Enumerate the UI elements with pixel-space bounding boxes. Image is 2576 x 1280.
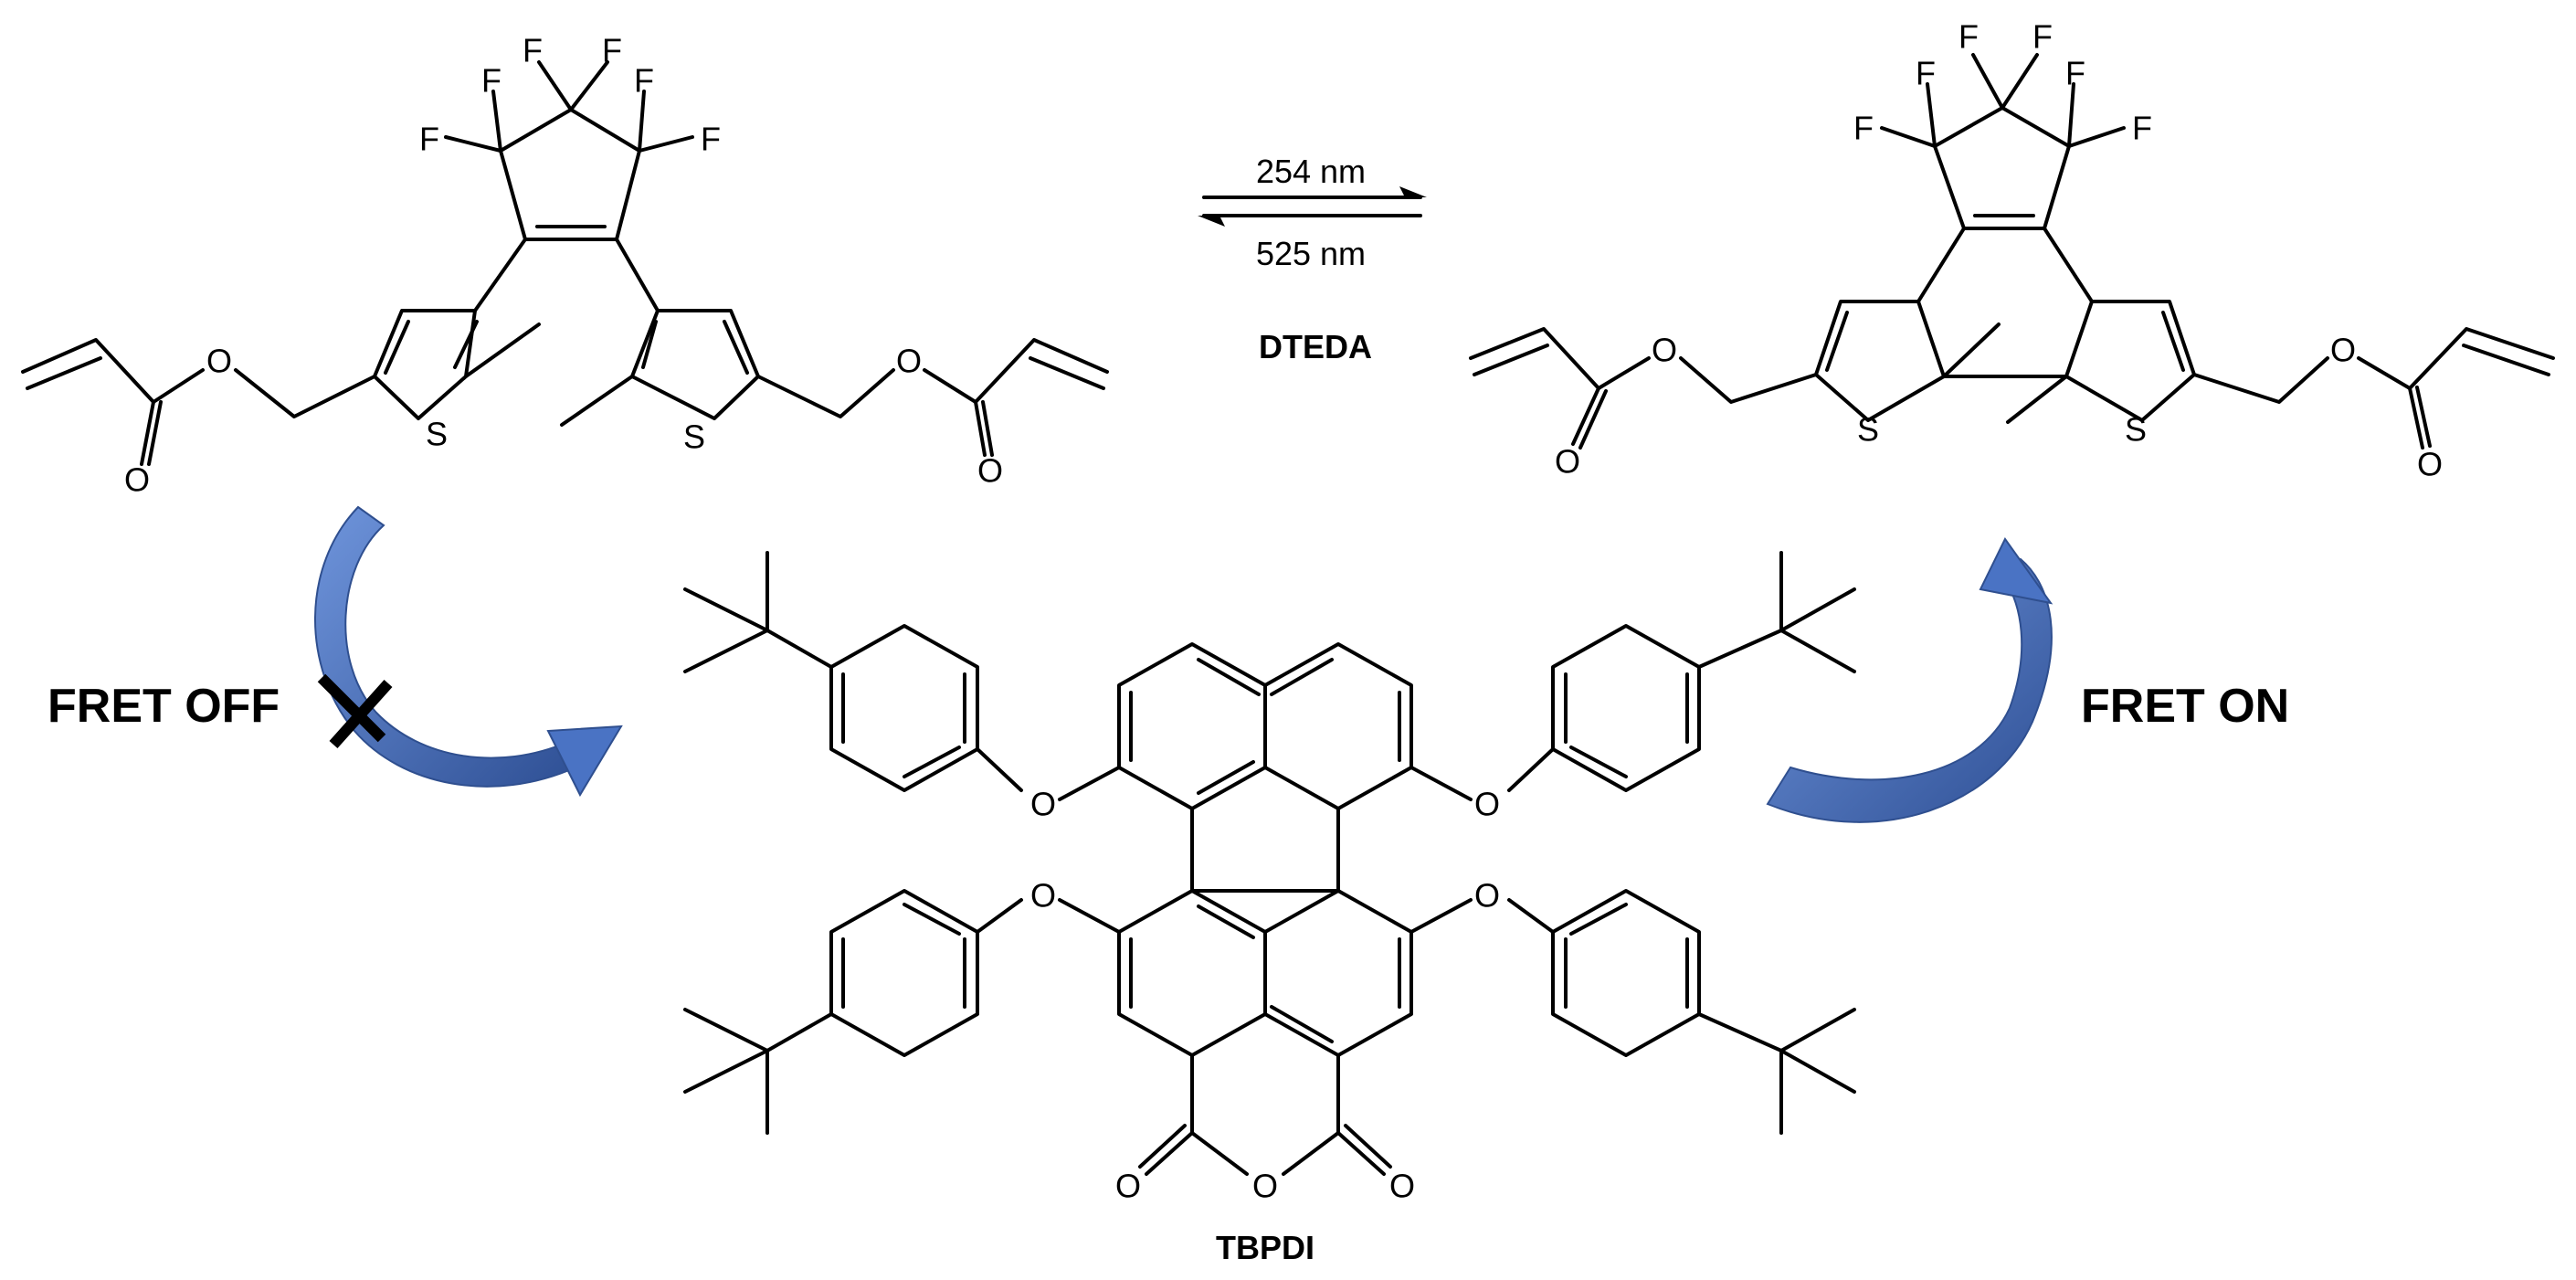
sulfur-atom: S <box>426 416 448 453</box>
fret-on-label: FRET ON <box>2081 680 2289 733</box>
phenoxy-group-bottom-left <box>683 889 1121 1135</box>
reverse-wavelength-label: 525 nm <box>1256 235 1366 272</box>
fluorine-atom: F <box>634 62 654 100</box>
fluorine-atom: F <box>481 62 501 100</box>
acrylate-arm <box>756 338 1109 457</box>
oxygen-atom: O <box>124 461 150 499</box>
reverse-arrowhead <box>1198 216 1225 227</box>
acrylate-arm <box>21 338 376 466</box>
oxygen-atom: O <box>2330 332 2356 369</box>
forward-arrowhead <box>1399 186 1427 197</box>
perfluorocyclopentene-ring <box>444 60 694 241</box>
oxygen-atom: O <box>1115 1168 1141 1205</box>
fluorine-atom: F <box>2132 110 2152 147</box>
fluorine-atom: F <box>523 32 543 69</box>
oxygen-atom: O <box>977 452 1003 490</box>
fluorine-atom: F <box>419 121 439 158</box>
forward-wavelength-label: 254 nm <box>1256 153 1366 190</box>
block-cross-icon <box>317 673 393 749</box>
oxygen-atom: O <box>1030 786 1056 823</box>
fluorine-atom: F <box>1853 110 1874 147</box>
phenoxy-group-top-right <box>1409 551 1856 801</box>
oxygen-atom: O <box>206 343 232 380</box>
sulfur-atom: S <box>1857 411 1879 449</box>
thiophene-ring <box>373 238 541 420</box>
fused-ring-system <box>1814 227 2196 424</box>
fluorine-atom: F <box>602 32 622 69</box>
photoswitch-equilibrium: 254 nm 525 nm DTEDA <box>1198 153 1427 365</box>
oxygen-atom: O <box>1474 786 1500 823</box>
acrylate-arm <box>1469 327 1818 450</box>
sulfur-atom: S <box>683 418 705 456</box>
dtedа-name-label: DTEDA <box>1259 328 1372 365</box>
fret-on-arrow <box>1766 537 2053 823</box>
perfluorocyclopentene-ring <box>1880 53 2126 230</box>
oxygen-atom: O <box>1555 443 1580 481</box>
oxygen-atom: O <box>1030 877 1056 915</box>
dtedа-open-form: F F F F F F S S <box>21 32 1109 499</box>
tbpdi-molecule: O O O O O <box>683 551 1856 1266</box>
thiophene-ring <box>560 238 760 427</box>
fret-off-label: FRET OFF <box>48 680 280 733</box>
oxygen-atom: O <box>1252 1168 1278 1205</box>
fret-off-arrow <box>314 505 623 798</box>
phenoxy-group-bottom-right <box>1409 889 1856 1135</box>
dtedа-closed-form: F F F F F F S S <box>1469 18 2555 483</box>
oxygen-atom: O <box>896 343 922 380</box>
phenoxy-group-top-left <box>683 551 1121 801</box>
sulfur-atom: S <box>2125 411 2147 449</box>
perylene-core <box>1117 642 1413 1176</box>
oxygen-atom: O <box>1474 877 1500 915</box>
fluorine-atom: F <box>2032 18 2053 56</box>
fluorine-atom: F <box>2065 55 2085 92</box>
fluorine-atom: F <box>701 121 721 158</box>
acrylate-arm <box>2192 327 2555 450</box>
oxygen-atom: O <box>2417 446 2443 483</box>
fluorine-atom: F <box>1916 55 1936 92</box>
oxygen-atom: O <box>1652 332 1677 369</box>
tbpdi-name-label: TBPDI <box>1216 1229 1314 1266</box>
fluorine-atom: F <box>1958 18 1979 56</box>
oxygen-atom: O <box>1389 1168 1415 1205</box>
